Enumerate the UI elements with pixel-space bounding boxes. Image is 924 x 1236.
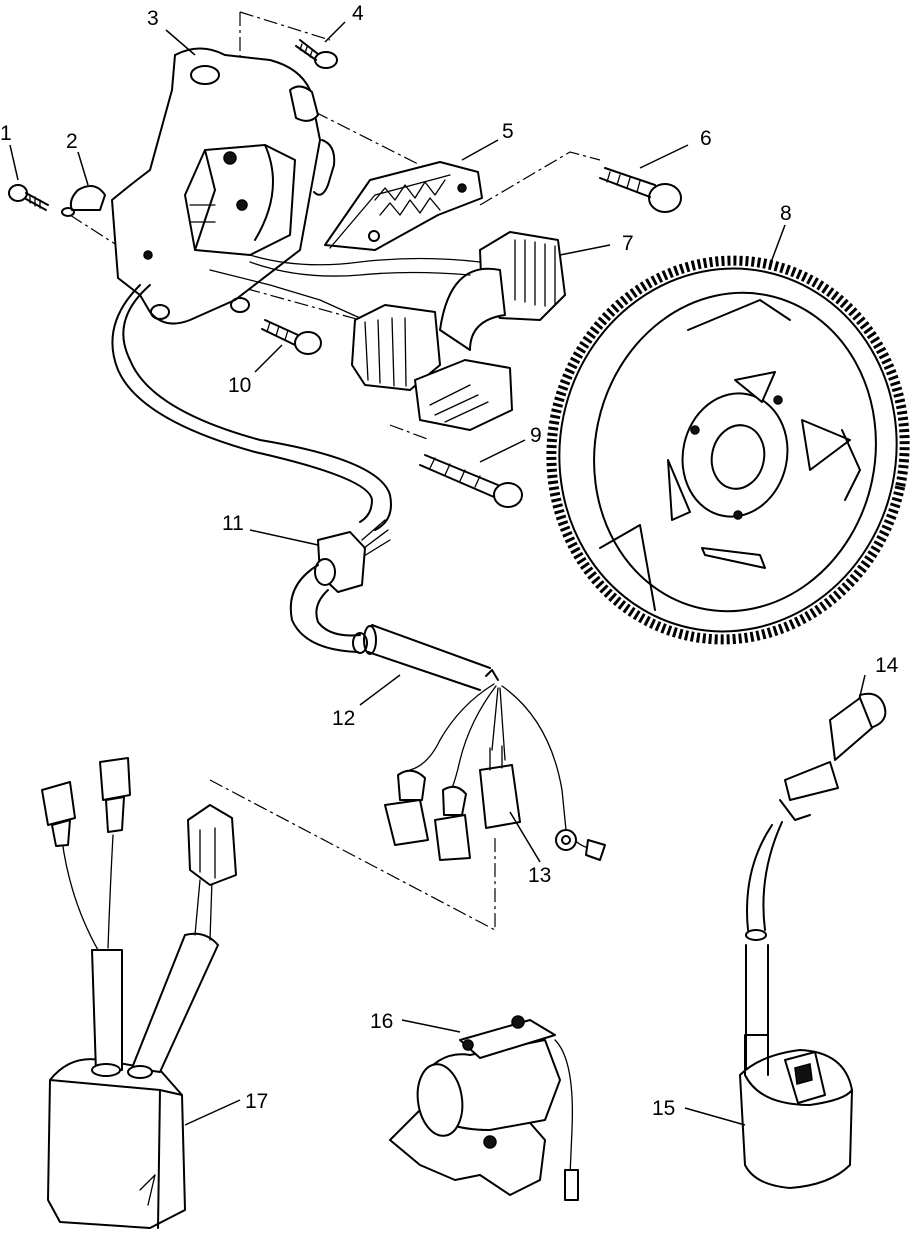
starter-solenoid: [389, 1015, 579, 1201]
callout-6: 6: [700, 127, 712, 150]
callout-4: 4: [352, 2, 364, 25]
callout-13: 13: [528, 864, 551, 887]
callout-16: 16: [370, 1010, 393, 1033]
flywheel: [546, 255, 910, 645]
stator-coil: [184, 144, 296, 256]
callout-12: 12: [332, 707, 355, 730]
alignment-lines: [69, 11, 601, 931]
ignition-coil: [739, 1034, 853, 1189]
callout-5: 5: [502, 120, 514, 143]
cdi-box: [41, 757, 237, 1229]
callout-8: 8: [780, 202, 792, 225]
callout-9: 9: [530, 424, 542, 447]
callout-2: 2: [66, 130, 78, 153]
callout-1: 1: [0, 122, 12, 145]
callout-7: 7: [622, 232, 634, 255]
callout-14: 14: [875, 654, 899, 677]
callout-15: 15: [652, 1097, 675, 1120]
callout-labels: 1 2 3 4 5 6 7 8 9 10 11 12 13 14 15 16 1…: [0, 2, 899, 1120]
spark-plug-cap: [745, 692, 887, 1079]
callout-11: 11: [222, 512, 244, 535]
leader-lines: [9, 21, 866, 1126]
screws: [8, 39, 682, 508]
pulse-module: [324, 161, 483, 251]
callout-3: 3: [147, 7, 159, 30]
callout-17: 17: [245, 1090, 268, 1113]
callout-10: 10: [228, 374, 251, 397]
charging-coils: [209, 231, 566, 431]
